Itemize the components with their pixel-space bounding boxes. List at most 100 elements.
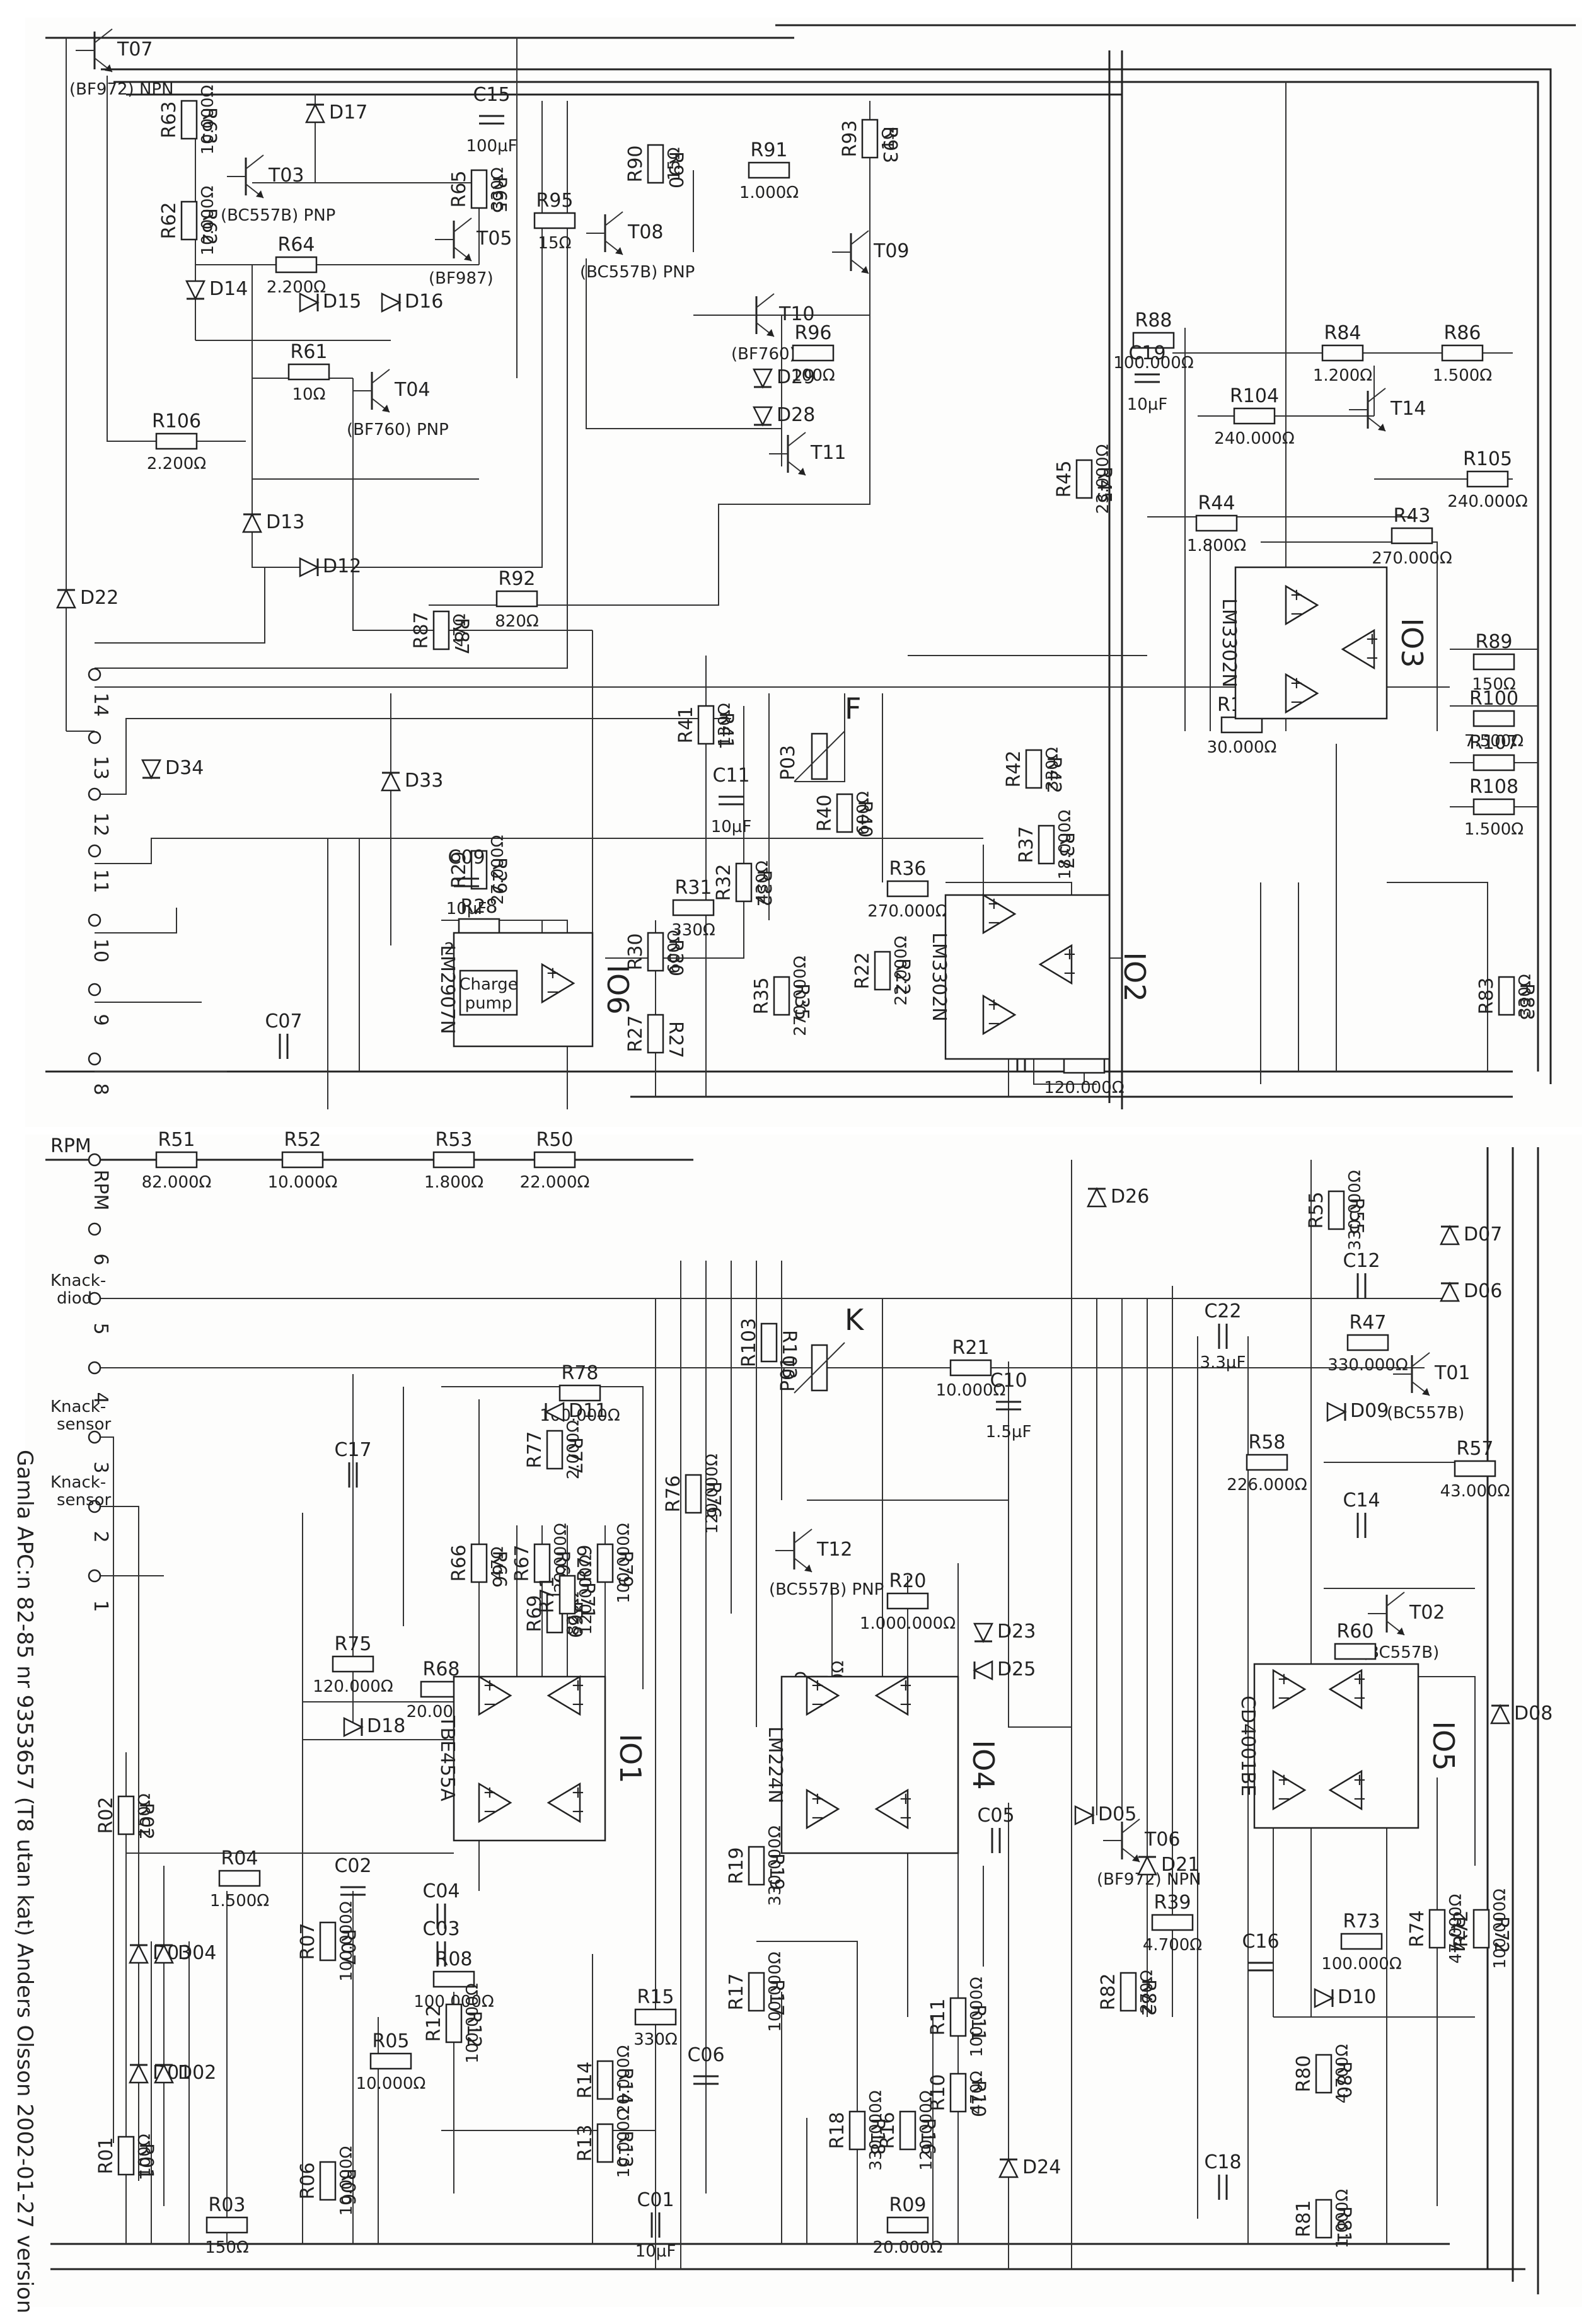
diode-d17: D17 <box>304 101 367 124</box>
resistor-ref: R04 <box>221 1847 258 1870</box>
diode-ref: D33 <box>405 770 443 792</box>
resistor-ref: R91 <box>750 139 787 161</box>
resistor-value: 330.000Ω <box>1327 1356 1408 1375</box>
resistor-ref: R19 <box>765 1853 787 1890</box>
resistor-ref: R53 <box>435 1129 472 1151</box>
bottom-pin-1[interactable]: 1 <box>88 1569 112 1612</box>
pin-number: 1 <box>90 1600 112 1612</box>
bottom-pin-rpm[interactable]: RPM <box>88 1153 112 1210</box>
op-amp-minus: − <box>987 913 1001 932</box>
transistor-t03: T03(BC557B) PNP <box>221 154 335 225</box>
capacitor-ref: C03 <box>422 1918 460 1940</box>
resistor-ref: R51 <box>158 1129 195 1151</box>
op-amp-plus: + <box>1277 1670 1291 1689</box>
transistor-type: (BF987) <box>429 269 494 288</box>
diode-d21: D21 <box>1136 1854 1200 1876</box>
op-amp: +− <box>1038 944 1077 985</box>
resistor-ref: R106 <box>152 410 201 432</box>
transistor-ref: T04 <box>394 379 431 401</box>
input-label-line1: Knack- <box>50 1397 106 1416</box>
top-pin-11[interactable]: 11 <box>88 844 112 893</box>
resistor-value: 270.000Ω <box>791 956 810 1036</box>
resistor-ref: R17 <box>726 1973 748 2010</box>
capacitor-ref: C10 <box>990 1370 1027 1392</box>
bottom-pin-6[interactable]: 6 <box>88 1222 112 1266</box>
ic-part-number: LM224N <box>764 1726 786 1803</box>
op-amp-minus: − <box>1277 1689 1291 1708</box>
resistor-value: 4.700Ω <box>1333 2044 1352 2103</box>
resistor-ref: R12 <box>423 2004 445 2042</box>
resistor-value: 270.000Ω <box>867 902 947 921</box>
bottom-pin-2[interactable]: 2 <box>88 1500 112 1543</box>
pin-number: 8 <box>90 1083 112 1095</box>
resistor-ref: R88 <box>1135 309 1172 332</box>
transistor-ref: T05 <box>476 228 512 250</box>
resistor-ref: R17 <box>765 1979 787 2016</box>
diode-d29: D29 <box>752 366 815 389</box>
resistor-ref: R40 <box>814 794 836 831</box>
diode-ref: D25 <box>997 1658 1036 1680</box>
diode-ref: D05 <box>1098 1803 1136 1825</box>
resistor-ref: R84 <box>1324 322 1361 344</box>
op-amp-minus: − <box>811 1808 824 1827</box>
top-pin-10[interactable]: 10 <box>88 913 112 962</box>
resistor-value: 10.000Ω <box>936 1381 1006 1400</box>
pin-number: 13 <box>90 756 112 780</box>
transistor-t11: T11 <box>769 432 847 476</box>
op-amp-minus: − <box>571 1802 585 1821</box>
top-pin-9[interactable]: 9 <box>88 983 112 1026</box>
resistor-value: 100.000Ω <box>337 1901 356 1981</box>
resistor-ref: R29 <box>448 851 470 888</box>
resistor-ref: R75 <box>334 1633 371 1655</box>
diode-d08: D08 <box>1489 1702 1553 1725</box>
charge-pump-label: pump <box>465 994 512 1013</box>
pin-number: 9 <box>90 1014 112 1026</box>
resistor-ref: R63 <box>198 107 220 144</box>
op-amp: +− <box>1272 1769 1307 1811</box>
resistor-value: 1.500Ω <box>1433 366 1492 385</box>
top-pin-14[interactable]: 14 <box>88 668 112 717</box>
pin-number: 6 <box>90 1253 112 1265</box>
capacitor-ref: C04 <box>422 1880 460 1902</box>
resistor-value: 1.000Ω <box>739 183 799 202</box>
bottom-pin-3[interactable]: 3 <box>88 1430 112 1474</box>
resistor-ref: R82 <box>1097 1973 1119 2010</box>
diode-d07: D07 <box>1439 1223 1502 1246</box>
resistor-value: 15Ω <box>665 147 684 181</box>
top-pin-13[interactable]: 13 <box>88 731 112 780</box>
bottom-pin-4[interactable]: 4 <box>88 1361 112 1404</box>
resistor-value: 100.000Ω <box>463 1983 482 2063</box>
resistor-ref: R69 <box>524 1595 546 1632</box>
top-pin-12[interactable]: 12 <box>88 787 112 836</box>
resistor-ref: R87 <box>410 611 432 649</box>
diode-d24: D24 <box>998 2156 1061 2178</box>
bottom-pin-5[interactable]: 5 <box>88 1292 112 1335</box>
resistor-value: 7.500Ω <box>1464 732 1524 751</box>
resistor-ref: R65 <box>448 170 470 207</box>
resistor-ref: R41 <box>675 706 697 743</box>
capacitor-value: 100µF <box>466 137 517 156</box>
transistor-t12: T12(BC557B) PNP <box>769 1529 884 1599</box>
ic-ref: IO2 <box>1118 952 1152 1002</box>
resistor-ref: R72 <box>1450 1910 1472 1947</box>
diode-ref: D12 <box>323 555 361 577</box>
top-pin-8[interactable]: 8 <box>88 1052 112 1095</box>
op-amp: +− <box>478 1782 512 1824</box>
diode-ref: D13 <box>266 511 304 533</box>
resistor-value: 15Ω <box>538 234 572 253</box>
resistor-ref: R02 <box>95 1796 117 1834</box>
resistor-value: 10.000Ω <box>199 85 217 155</box>
